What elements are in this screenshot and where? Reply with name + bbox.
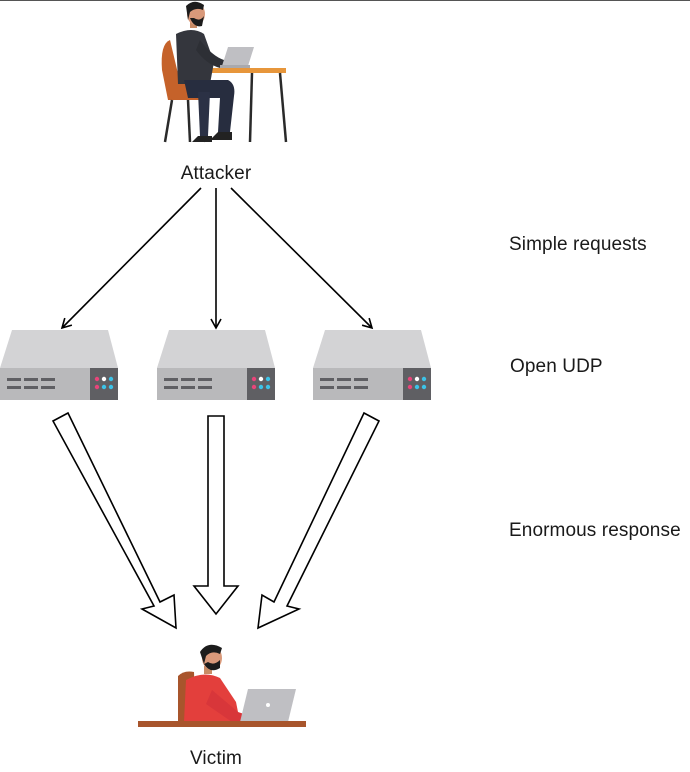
victim-label: Victim xyxy=(190,748,242,769)
enormous-response-label: Enormous response xyxy=(509,520,681,541)
server-icon xyxy=(157,330,275,400)
open-udp-label: Open UDP xyxy=(510,356,603,377)
victim-at-laptop-icon xyxy=(138,644,306,727)
simple-requests-label: Simple requests xyxy=(509,234,647,255)
request-arrow-right xyxy=(230,187,374,330)
simple-request-arrows xyxy=(60,187,374,330)
attacker-at-desk-icon xyxy=(161,1,288,143)
server-icon xyxy=(0,330,118,400)
response-arrows xyxy=(51,411,381,630)
top-border-line xyxy=(0,0,690,1)
response-arrow-middle xyxy=(192,415,240,616)
request-arrow-left xyxy=(60,187,202,330)
server-icon xyxy=(313,330,431,400)
response-arrow-left xyxy=(51,411,177,630)
response-arrow-right xyxy=(257,411,381,630)
attacker-label: Attacker xyxy=(180,163,252,184)
